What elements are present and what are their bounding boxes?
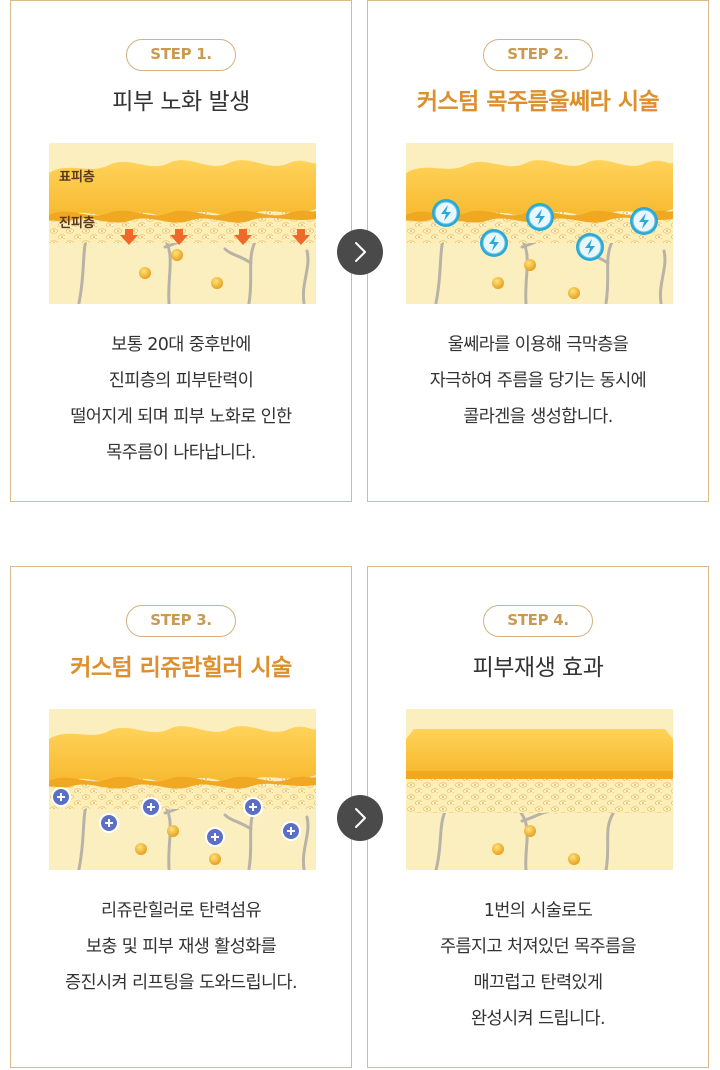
description-line: 보통 20대 중후반에 — [11, 327, 351, 363]
lightning-icon — [576, 233, 604, 261]
step-description: 리쥬란힐러로 탄력섬유 보충 및 피부 재생 활성화를 증진시켜 리프팅을 도와… — [11, 893, 351, 1001]
plus-icon — [205, 827, 225, 847]
description-line: 증진시켜 리프팅을 도와드립니다. — [11, 965, 351, 1001]
step-badge: STEP 1. — [126, 39, 236, 71]
step-badge: STEP 2. — [483, 39, 593, 71]
step-description: 보통 20대 중후반에 진피층의 피부탄력이 떨어지게 되며 피부 노화로 인한… — [11, 327, 351, 471]
description-line: 주름지고 처져있던 목주름을 — [368, 929, 708, 965]
description-line: 떨어지게 되며 피부 노화로 인한 — [11, 399, 351, 435]
step-title: 피부 노화 발생 — [11, 85, 351, 119]
step-badge: STEP 4. — [483, 605, 593, 637]
step-badge: STEP 3. — [126, 605, 236, 637]
step-description: 울쎄라를 이용해 극막층을 자극하여 주름을 당기는 동시에 콜라겐을 생성합니… — [368, 327, 708, 435]
next-step-button[interactable] — [337, 229, 383, 275]
dermis-label: 진피층 — [59, 215, 95, 230]
chevron-right-icon — [337, 229, 383, 275]
lightning-icon — [432, 199, 460, 227]
plus-icon — [141, 797, 161, 817]
epidermis-label: 표피층 — [59, 169, 95, 184]
step-card-2: STEP 2. 커스텀 목주름울쎄라 시술 울쎄라를 이용해 극막층을 자극하여… — [367, 0, 709, 502]
chevron-right-icon — [337, 795, 383, 841]
regenerated-skin-illustration — [406, 709, 673, 870]
lightning-icon — [480, 229, 508, 257]
description-line: 진피층의 피부탄력이 — [11, 363, 351, 399]
plus-icon — [243, 797, 263, 817]
plus-icon — [281, 821, 301, 841]
description-line: 완성시켜 드립니다. — [368, 1001, 708, 1037]
skin-aging-illustration: 표피층 진피층 — [49, 143, 316, 304]
description-line: 리쥬란힐러로 탄력섬유 — [11, 893, 351, 929]
step-card-3: STEP 3. 커스텀 리쥬란힐러 시술 리쥬란힐러로 탄력섬유 보충 및 피부… — [10, 566, 352, 1068]
step-description: 1번의 시술로도 주름지고 처져있던 목주름을 매끄럽고 탄력있게 완성시켜 드… — [368, 893, 708, 1037]
description-line: 콜라겐을 생성합니다. — [368, 399, 708, 435]
rejuran-illustration — [49, 709, 316, 870]
plus-icon — [99, 813, 119, 833]
ulthera-illustration — [406, 143, 673, 304]
description-line: 보충 및 피부 재생 활성화를 — [11, 929, 351, 965]
plus-icon — [51, 787, 71, 807]
step-title: 커스텀 리쥬란힐러 시술 — [11, 651, 351, 685]
description-line: 울쎄라를 이용해 극막층을 — [368, 327, 708, 363]
step-card-4: STEP 4. 피부재생 효과 1번의 시술로도 주름지고 처져있던 목주름을 … — [367, 566, 709, 1068]
lightning-icon — [526, 203, 554, 231]
description-line: 매끄럽고 탄력있게 — [368, 965, 708, 1001]
next-step-button[interactable] — [337, 795, 383, 841]
description-line: 목주름이 나타납니다. — [11, 435, 351, 471]
description-line: 자극하여 주름을 당기는 동시에 — [368, 363, 708, 399]
description-line: 1번의 시술로도 — [368, 893, 708, 929]
step-title: 피부재생 효과 — [368, 651, 708, 685]
step-title: 커스텀 목주름울쎄라 시술 — [368, 85, 708, 119]
step-card-1: STEP 1. 피부 노화 발생 표피층 진피층 보통 20대 중후반에 진피층… — [10, 0, 352, 502]
lightning-icon — [630, 207, 658, 235]
